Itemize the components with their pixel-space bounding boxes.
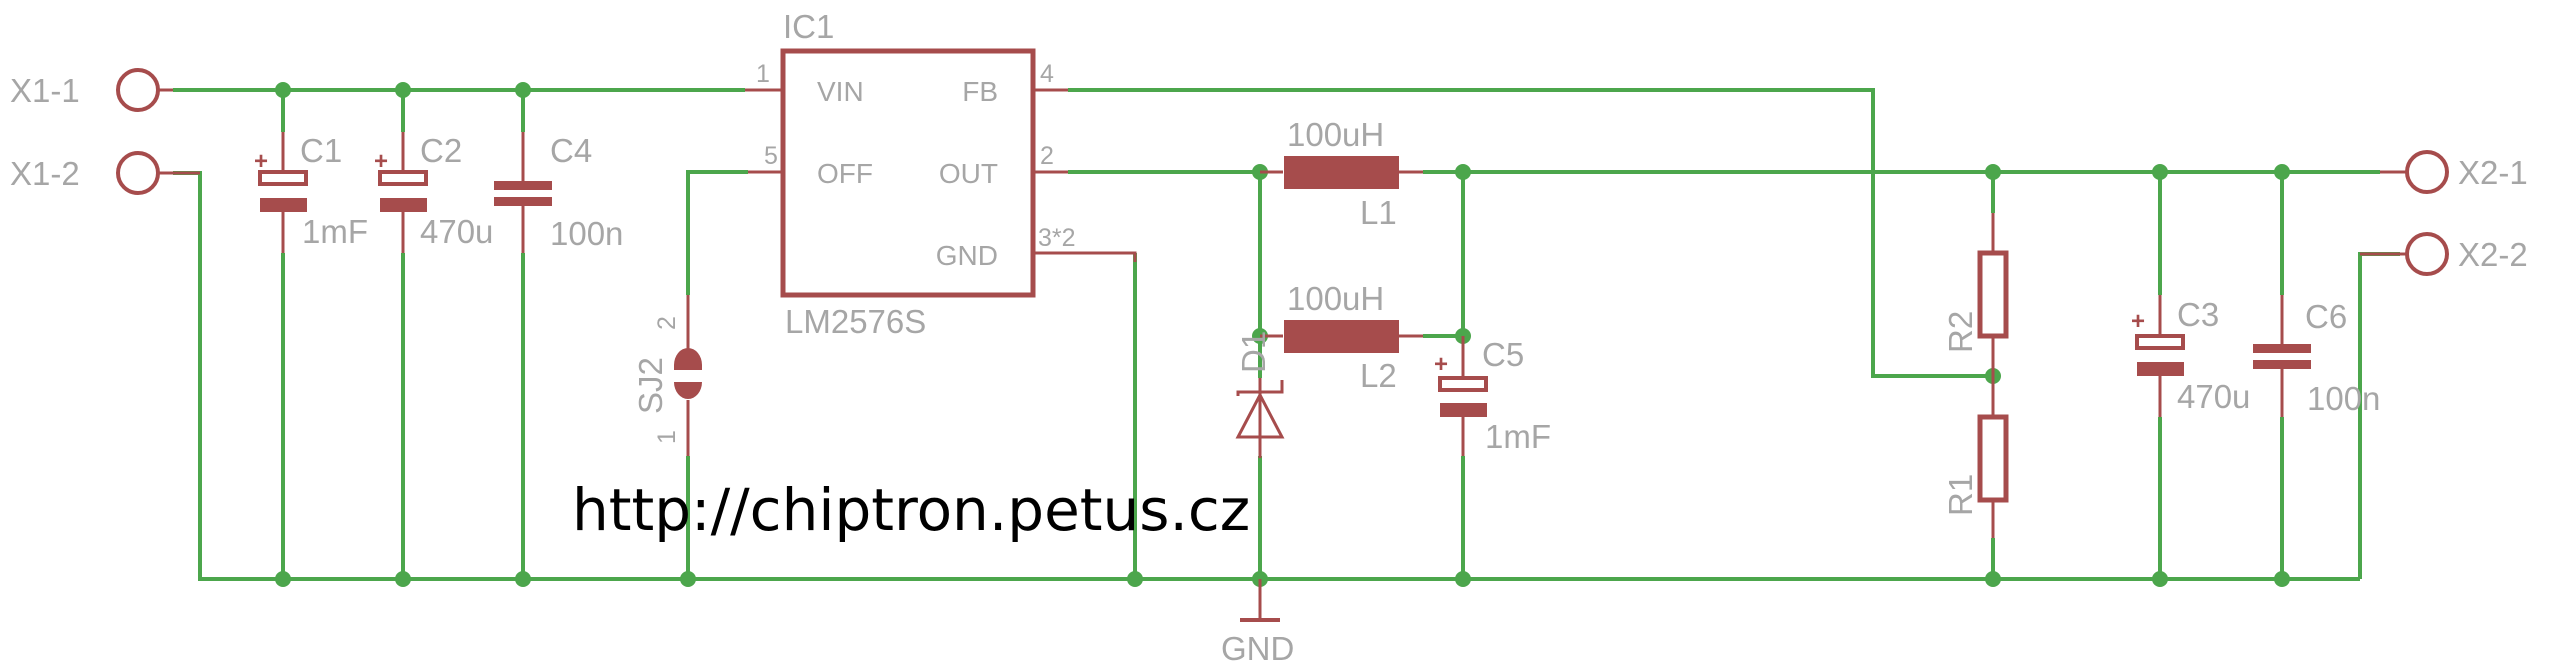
resistor-r2[interactable]: R2 <box>1942 213 2009 376</box>
part-value: 470u <box>420 213 493 250</box>
junction <box>1455 164 1471 180</box>
part-name: C6 <box>2305 298 2347 335</box>
part-name: R2 <box>1942 311 1979 353</box>
part-name: L2 <box>1360 357 1397 394</box>
part-name: C3 <box>2177 296 2219 333</box>
inductor-l1[interactable]: 100uH L1 <box>1260 116 1423 231</box>
junction <box>275 82 291 98</box>
junction <box>2152 164 2168 180</box>
pin-number: 1 <box>756 60 770 88</box>
capacitor-c2[interactable]: + C2 470u <box>374 132 493 253</box>
junction <box>1127 571 1143 587</box>
connector-x2-2[interactable]: X2-2 <box>2360 232 2528 276</box>
jumper-pin-1: 1 <box>653 430 681 444</box>
website-url: http://chiptron.petus.cz <box>572 476 1250 544</box>
part-value: 100n <box>550 215 623 252</box>
connector-x1-1[interactable]: X1-1 <box>10 68 173 112</box>
junction <box>515 82 531 98</box>
pin-name: OUT <box>939 158 998 189</box>
pin-number: 4 <box>1040 60 1054 88</box>
wire-off-sj2 <box>686 170 748 295</box>
polarity-plus: + <box>374 148 388 175</box>
junction <box>1985 571 2001 587</box>
part-value: 1mF <box>302 213 368 250</box>
capacitor-c6[interactable]: C6 100n <box>2253 295 2380 417</box>
junction <box>515 571 531 587</box>
diode-d1[interactable]: D1 <box>1235 331 1285 458</box>
ic-lm2576s[interactable]: IC1 LM2576S 1 VIN 5 OFF 4 FB 2 OUT 3*2 G… <box>745 8 1137 340</box>
pin-name: FB <box>962 76 998 107</box>
junction <box>2274 571 2290 587</box>
part-value: 470u <box>2177 378 2250 415</box>
polarity-plus: + <box>1434 351 1448 378</box>
part-name: C2 <box>420 132 462 169</box>
part-value: 100uH <box>1287 280 1384 317</box>
wire-fb-divider <box>1133 88 1993 378</box>
pin-name: GND <box>936 240 998 271</box>
pin-number: 2 <box>1040 142 1054 170</box>
junction <box>2274 164 2290 180</box>
connector-label: X2-1 <box>2458 154 2528 191</box>
part-name: R1 <box>1942 474 1979 516</box>
junction <box>395 82 411 98</box>
capacitor-c4[interactable]: C4 100n <box>494 132 623 253</box>
pin-number: 5 <box>764 142 778 170</box>
pin-name: OFF <box>817 158 873 189</box>
inductor-l2[interactable]: 100uH L2 <box>1260 280 1423 394</box>
part-name: SJ2 <box>632 357 669 414</box>
connector-label: X1-1 <box>10 72 80 109</box>
gnd-label: GND <box>1221 630 1294 667</box>
junction <box>275 571 291 587</box>
junctions <box>275 82 2290 587</box>
part-value: 1mF <box>1485 418 1551 455</box>
pin-number: 3*2 <box>1038 224 1076 252</box>
part-name: C5 <box>1482 336 1524 373</box>
capacitor-c3[interactable]: + C3 470u <box>2131 295 2250 417</box>
polarity-plus: + <box>2131 308 2145 335</box>
junction <box>1455 571 1471 587</box>
part-value: 100uH <box>1287 116 1384 153</box>
resistor-r1[interactable]: R1 <box>1942 376 2009 538</box>
part-name: L1 <box>1360 194 1397 231</box>
capacitor-c5[interactable]: + C5 1mF <box>1434 336 1551 456</box>
ic-name: IC1 <box>783 8 834 45</box>
polarity-plus: + <box>254 148 268 175</box>
connector-x1-2[interactable]: X1-2 <box>10 151 200 195</box>
ground-symbol: GND <box>1221 579 1294 667</box>
part-name: C1 <box>300 132 342 169</box>
connector-label: X1-2 <box>10 155 80 192</box>
pin-name: VIN <box>817 76 864 107</box>
part-name: C4 <box>550 132 592 169</box>
connector-label: X2-2 <box>2458 236 2528 273</box>
junction <box>2152 571 2168 587</box>
junction <box>395 571 411 587</box>
junction <box>680 571 696 587</box>
capacitor-c1[interactable]: + C1 1mF <box>254 132 368 253</box>
solder-jumper-sj2[interactable]: 2 1 SJ2 <box>632 295 702 456</box>
ic-value: LM2576S <box>785 303 926 340</box>
junction <box>1985 164 2001 180</box>
part-value: 100n <box>2307 380 2380 417</box>
jumper-pin-2: 2 <box>653 316 681 330</box>
connector-x2-1[interactable]: X2-1 <box>2380 150 2528 194</box>
part-name: D1 <box>1235 331 1272 373</box>
